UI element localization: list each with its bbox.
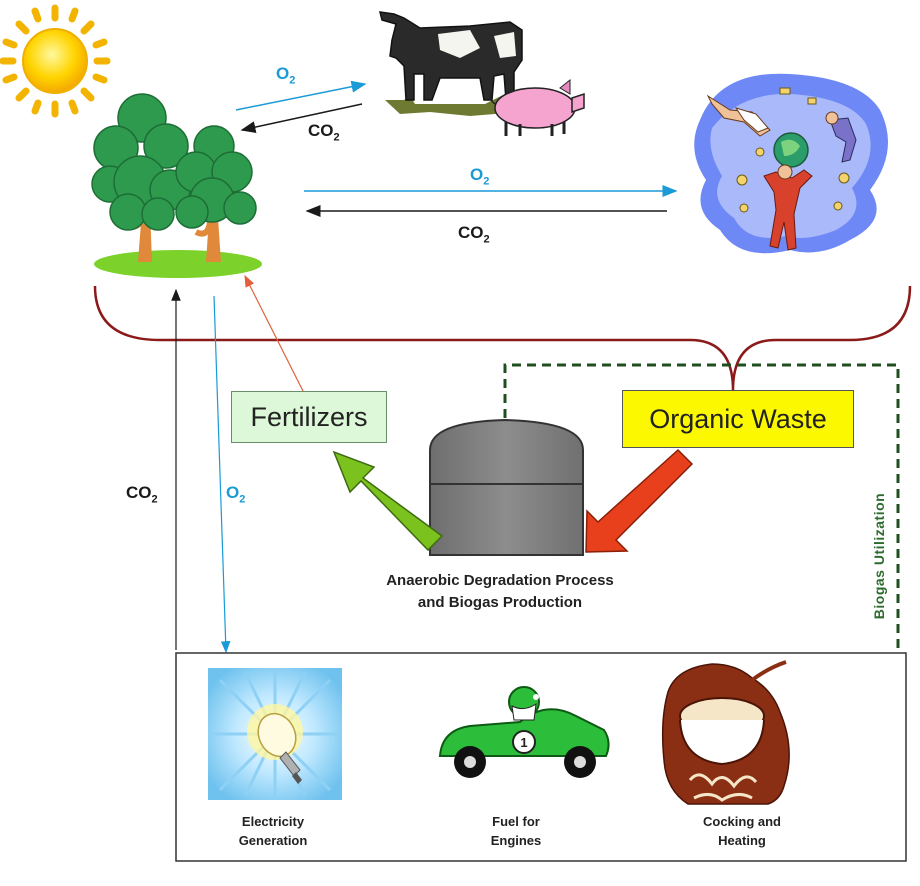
digester-tank xyxy=(429,418,584,556)
o2-label-uses: O2 xyxy=(226,483,246,506)
svg-text:1: 1 xyxy=(520,735,527,750)
sun-icon xyxy=(0,4,111,118)
trees-icon xyxy=(91,93,262,278)
process-label: Anaerobic Degradation Process and Biogas… xyxy=(330,570,670,614)
cooking-pot-icon xyxy=(661,660,790,805)
o2-label-people: O2 xyxy=(470,165,490,188)
co2-label-uses: CO2 xyxy=(126,483,158,506)
electricity-generation-label: Electricity Generation xyxy=(203,812,343,850)
o2-arrow-down-to-uses xyxy=(213,295,231,654)
fertilizers-box: Fertilizers xyxy=(231,391,387,443)
co2-arrow-to-trees xyxy=(240,103,363,134)
o2-arrow-to-animals xyxy=(235,80,367,111)
fuel-label-line1: Fuel for xyxy=(492,814,540,829)
lightbulb-icon xyxy=(208,668,342,800)
people-world-icon xyxy=(694,73,888,254)
cooking-label-line1: Cocking and xyxy=(702,814,781,829)
fertilizer-to-trees-line xyxy=(244,274,305,394)
cooking-label-line2: Heating xyxy=(718,833,766,848)
co2-label-people: CO2 xyxy=(458,223,490,246)
organic-waste-input-arrow xyxy=(585,448,694,553)
cooking-heating-label: Cocking and Heating xyxy=(672,812,812,850)
electricity-label-line2: Generation xyxy=(238,833,308,848)
race-car-icon: 1 xyxy=(438,686,610,778)
organic-waste-box: Organic Waste xyxy=(622,390,854,448)
o2-label-animals: O2 xyxy=(276,64,296,87)
gas-exchange-arrows xyxy=(235,80,678,217)
livestock-icon xyxy=(379,11,585,136)
co2-label-animals: CO2 xyxy=(308,121,340,144)
fuel-for-engines-label: Fuel for Engines xyxy=(446,812,586,850)
fuel-label-line2: Engines xyxy=(490,833,542,848)
process-label-line2: and Biogas Production xyxy=(417,594,583,611)
electricity-label-line1: Electricity xyxy=(241,814,305,829)
process-label-line1: Anaerobic Degradation Process xyxy=(386,572,614,589)
brace xyxy=(93,285,912,391)
fertilizer-output-arrow xyxy=(332,450,444,552)
biogas-utilization-label: Biogas Utilization xyxy=(871,492,887,620)
